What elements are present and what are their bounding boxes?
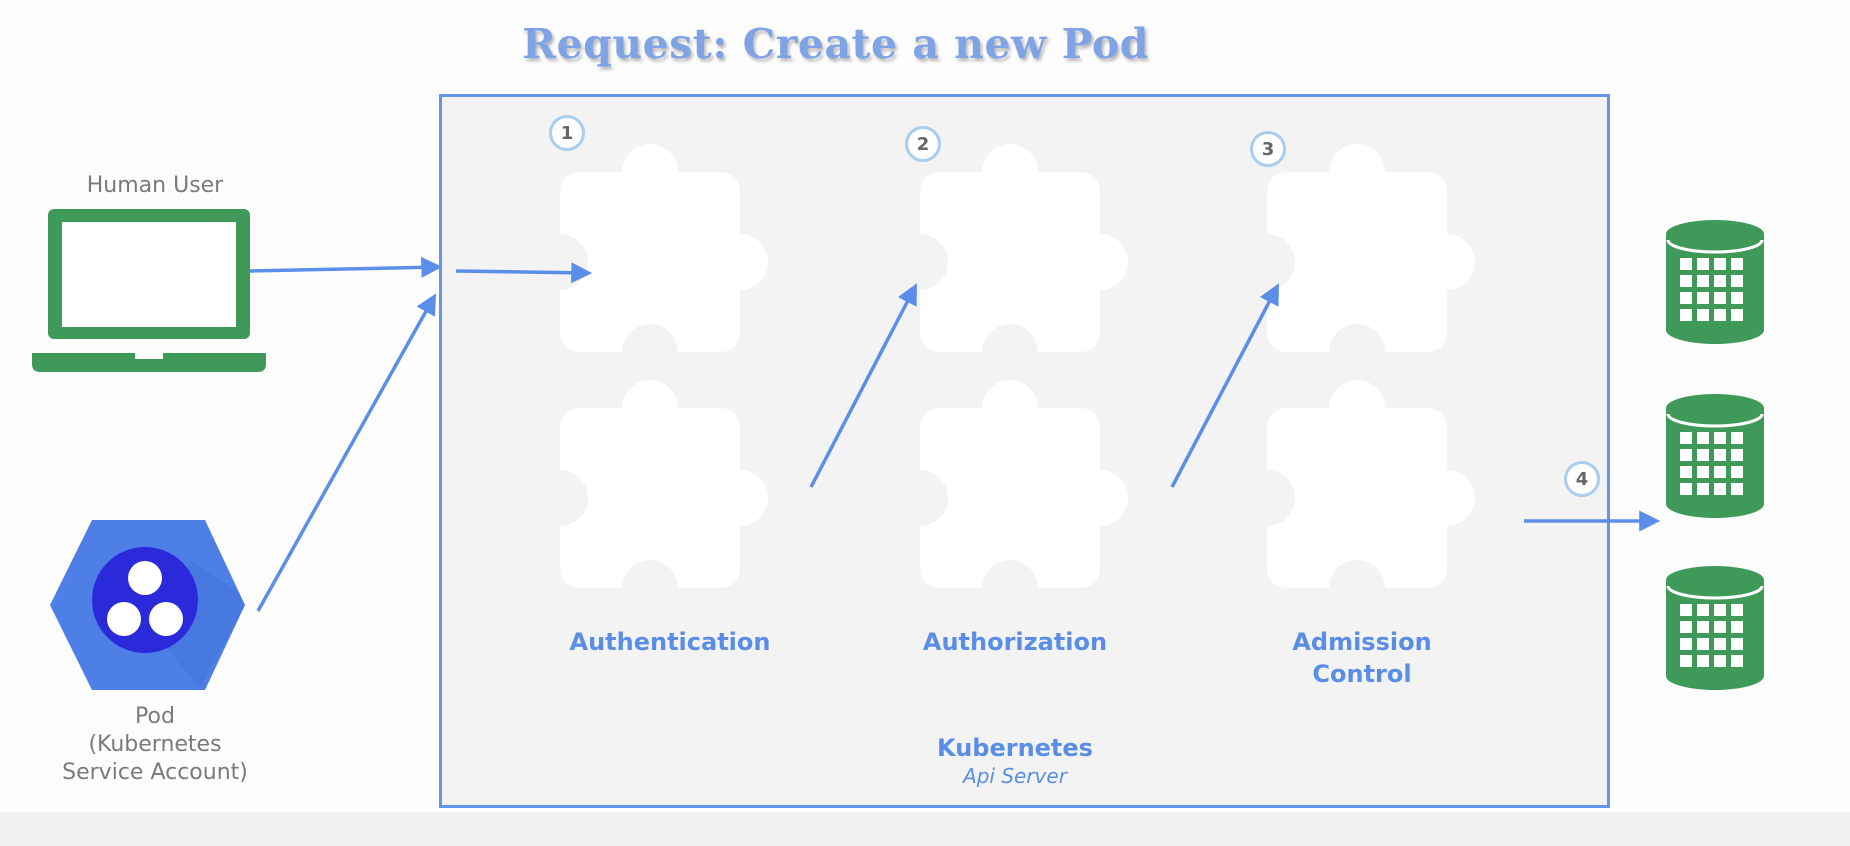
- arrow-to-admission-control: [1170, 283, 1279, 488]
- puzzle-piece-icon: [560, 380, 768, 588]
- human-user-label: Human User: [86, 173, 224, 198]
- puzzle-piece-icon: [1267, 144, 1475, 352]
- bottom-band: [0, 812, 1850, 846]
- laptop-icon: [32, 209, 266, 372]
- arrow-to-authorization: [809, 283, 917, 488]
- pod-label: Pod (Kubernetes Service Account): [40, 703, 270, 787]
- step-number-badge: 1: [549, 115, 585, 151]
- pod-label-line: (Kubernetes: [88, 732, 222, 757]
- puzzle-piece-icon: [560, 144, 768, 352]
- database-icon: [1666, 566, 1764, 690]
- step-label-line: Control: [1312, 660, 1412, 688]
- pod-hexagon-icon: [50, 520, 245, 690]
- pod-label-line: Pod: [135, 704, 175, 729]
- pod-label-line: Service Account): [62, 760, 248, 785]
- step-number-badge: 4: [1564, 461, 1600, 497]
- step-number-badge: 2: [905, 126, 941, 162]
- database-icon: [1666, 394, 1764, 518]
- step-number-badge: 3: [1250, 131, 1286, 167]
- puzzle-piece-icon: [920, 144, 1128, 352]
- step-label-authentication: Authentication: [569, 628, 771, 656]
- puzzle-piece-icon: [1267, 380, 1475, 588]
- diagram-title: Request: Create a new Pod: [522, 20, 1149, 68]
- arrow-pod-to-api: [256, 293, 437, 612]
- arrow-to-authentication: [455, 262, 593, 284]
- arrow-user-to-api: [249, 256, 443, 278]
- api-server-subtitle: Api Server: [963, 764, 1067, 788]
- step-label-admission-control: Admission Control: [1232, 626, 1492, 690]
- step-label-line: Admission: [1292, 628, 1432, 656]
- database-icon: [1666, 220, 1764, 344]
- api-server-name: Kubernetes: [937, 734, 1093, 762]
- puzzle-piece-icon: [920, 380, 1128, 588]
- step-label-authorization: Authorization: [922, 628, 1108, 656]
